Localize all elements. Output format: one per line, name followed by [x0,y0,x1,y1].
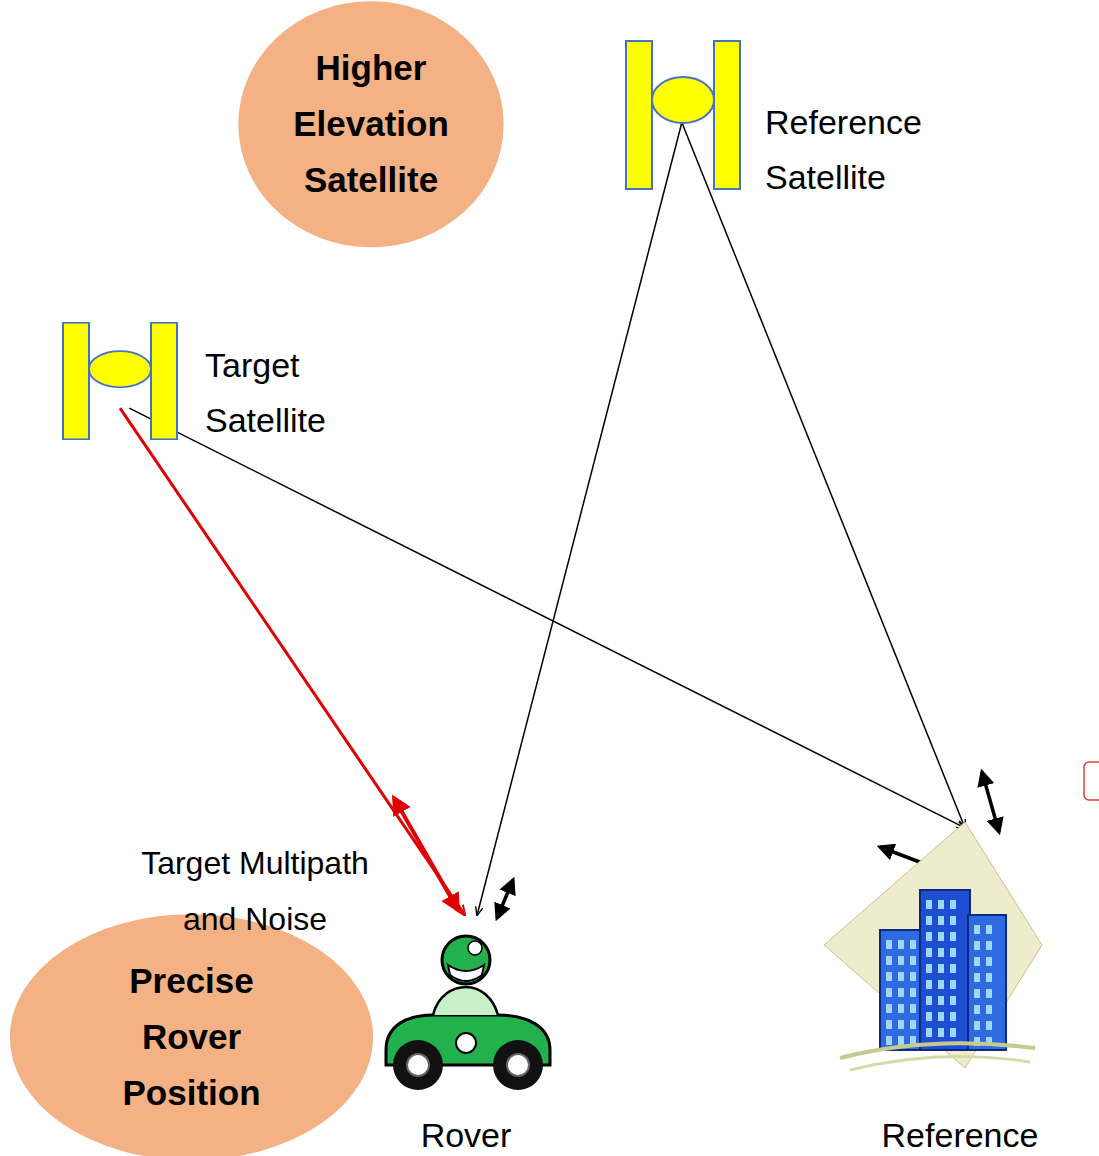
node-label: Rover [366,1113,566,1156]
node-label: Reference [860,1113,1060,1156]
multipath-arrow [497,880,513,918]
node-shape [625,40,741,190]
node-shape [378,915,555,1095]
ellipse-text: Precise Rover Position [107,953,277,1121]
multipath-arrow [394,798,458,910]
satellite-ellipse: Higher Elevation Satellite [237,0,505,249]
target-satellite: Target Satellite [62,322,178,440]
reference-satellite: Reference Satellite [625,40,741,190]
multipath-arrow [982,772,999,832]
node-label: Target Satellite [205,338,405,448]
ellipse-text: Higher Elevation Satellite [286,40,456,208]
signal-ray [477,123,682,916]
rover-ellipse: Precise Rover Position [8,913,375,1156]
node-shape [62,322,178,440]
reference-building: Reference [820,820,1045,1080]
signal-ray [120,408,465,915]
cut-callout-box [1084,762,1099,800]
node-shape [820,820,1045,1080]
annotation-label: Target Multipath and Noise [115,835,395,947]
rover-car: Rover [378,915,555,1095]
node-label: Reference Satellite [765,95,965,205]
signal-ray [129,408,965,828]
signal-ray [682,123,965,828]
